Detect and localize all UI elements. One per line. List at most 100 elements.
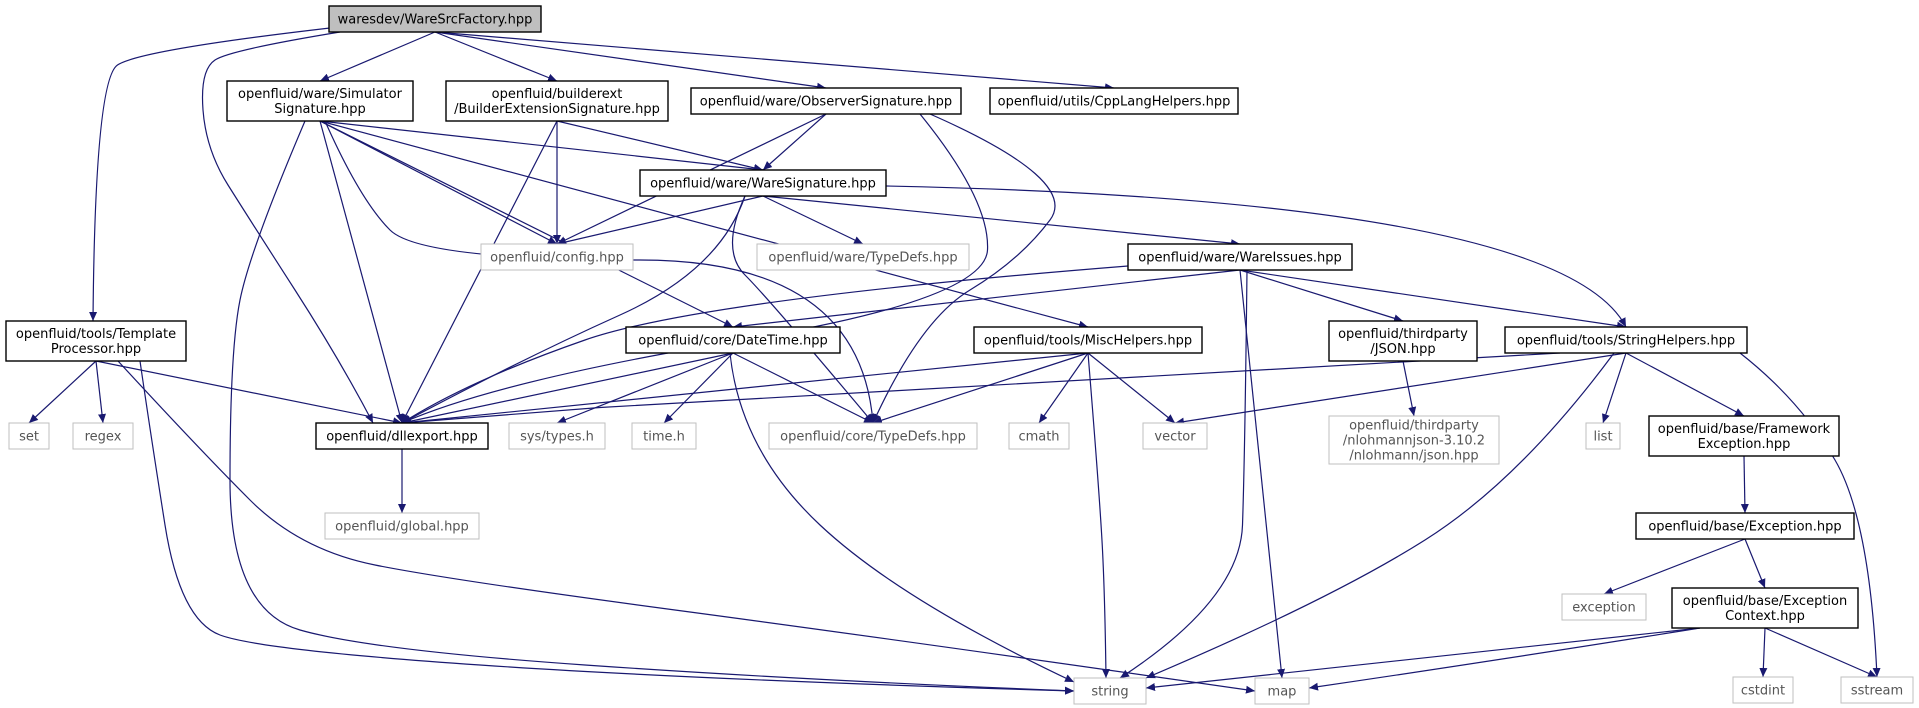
edge-tmplproc-to-dllexport (95, 360, 403, 426)
node-box-regex (72, 422, 134, 450)
node-exception_h[interactable]: openfluid/base/Exception.hpp (1635, 512, 1855, 540)
node-label-fwexc: openfluid/base/Framework (1658, 422, 1831, 437)
edge-root-to-cpplang (434, 31, 1115, 92)
edge-exccontext-to-map (1308, 627, 1701, 691)
node-box-mischelpers (973, 326, 1203, 354)
edge-waresig-to-waretypedefs (762, 195, 864, 245)
node-label-json: openfluid/thirdparty (1338, 327, 1468, 342)
node-root[interactable]: waresdev/WareSrcFactory.hpp (328, 5, 542, 33)
edge-strhelpers-to-list (1602, 352, 1627, 424)
node-wareissues[interactable]: openfluid/ware/WareIssues.hpp (1127, 243, 1353, 271)
node-box-tmplproc (5, 320, 187, 362)
edge-mischelpers-to-dllexport (401, 352, 1089, 427)
edge-obssig-to-dllexport (401, 113, 989, 424)
node-label-exception_h: openfluid/base/Exception.hpp (1648, 520, 1841, 535)
node-label-nlohmann: /nlohmannjson-3.10.2 (1343, 434, 1485, 449)
edge-obssig-to-waresig (762, 113, 827, 171)
node-box-cpplang (989, 87, 1239, 115)
node-vector: vector (1142, 422, 1208, 450)
node-box-timeh (631, 422, 697, 450)
edge-json-to-nlohmann (1402, 360, 1417, 417)
node-set: set (8, 422, 50, 450)
edge-mischelpers-to-coretypedefs (872, 352, 1089, 425)
edge-exccontext-to-string (1145, 627, 1701, 692)
node-box-wareissues (1127, 243, 1353, 271)
node-label-tmplproc: openfluid/tools/Template (16, 327, 176, 342)
node-label-cmath: cmath (1018, 430, 1059, 445)
edge-root-to-tmplproc (89, 27, 331, 322)
node-cpplang[interactable]: openfluid/utils/CppLangHelpers.hpp (989, 87, 1239, 115)
edge-root-to-simsig (319, 31, 436, 82)
node-mischelpers[interactable]: openfluid/tools/MiscHelpers.hpp (973, 326, 1203, 354)
node-box-map (1254, 677, 1310, 705)
node-box-datetime (625, 326, 841, 354)
edges-layer (28, 27, 1881, 695)
node-label-regex: regex (85, 430, 122, 445)
node-json[interactable]: openfluid/thirdparty/JSON.hpp (1328, 320, 1478, 362)
node-label-exccontext: Context.hpp (1725, 609, 1805, 624)
node-strhelpers[interactable]: openfluid/tools/StringHelpers.hpp (1504, 326, 1748, 354)
node-label-list: list (1593, 430, 1612, 445)
node-label-mischelpers: openfluid/tools/MiscHelpers.hpp (984, 334, 1192, 349)
node-label-bextsig: openfluid/builderext (492, 87, 623, 102)
node-bextsig[interactable]: openfluid/builderext/BuilderExtensionSig… (445, 80, 669, 122)
node-box-global (324, 512, 480, 540)
node-label-exccontext: openfluid/base/Exception (1683, 594, 1847, 609)
nodes-layer: waresdev/WareSrcFactory.hpp openfluid/war… (5, 5, 1914, 705)
node-box-simsig (226, 80, 414, 122)
node-label-coretypedefs: openfluid/core/TypeDefs.hpp (780, 430, 966, 445)
node-label-wareissues: openfluid/ware/WareIssues.hpp (1138, 251, 1341, 266)
node-box-exception (1561, 593, 1647, 621)
node-label-systypes: sys/types.h (520, 430, 594, 445)
node-label-waretypedefs: openfluid/ware/TypeDefs.hpp (768, 251, 957, 266)
node-nlohmann: openfluid/thirdparty/nlohmannjson-3.10.2… (1328, 415, 1500, 465)
edge-root-to-bextsig (434, 31, 558, 82)
edge-fwexc-to-exception_h (1740, 455, 1749, 514)
edge-simsig-to-dllexport (319, 120, 404, 424)
node-label-set: set (19, 430, 39, 445)
edge-simsig-to-waresig (319, 120, 764, 173)
node-box-fwexc (1648, 415, 1840, 457)
edge-exccontext-to-sstream (1764, 627, 1878, 678)
node-label-obssig: openfluid/ware/ObserverSignature.hpp (700, 95, 952, 110)
edge-datetime-to-dllexport (401, 352, 734, 426)
node-regex: regex (72, 422, 134, 450)
node-config: openfluid/config.hpp (480, 243, 634, 271)
node-label-cpplang: openfluid/utils/CppLangHelpers.hpp (998, 95, 1231, 110)
node-label-simsig: openfluid/ware/Simulator (238, 87, 403, 102)
node-box-sstream (1840, 676, 1914, 704)
node-label-dllexport: openfluid/dllexport.hpp (326, 430, 478, 445)
node-waresig[interactable]: openfluid/ware/WareSignature.hpp (639, 169, 887, 197)
node-box-nlohmann (1328, 415, 1500, 465)
node-label-strhelpers: openfluid/tools/StringHelpers.hpp (1517, 334, 1735, 349)
edge-waresig-to-strhelpers (885, 185, 1627, 328)
node-box-json (1328, 320, 1478, 362)
edge-strhelpers-to-sstream (1739, 352, 1881, 678)
node-dllexport[interactable]: openfluid/dllexport.hpp (315, 422, 489, 450)
node-obssig[interactable]: openfluid/ware/ObserverSignature.hpp (690, 87, 962, 115)
node-box-waretypedefs (756, 243, 970, 271)
node-box-vector (1142, 422, 1208, 450)
node-sstream: sstream (1840, 676, 1914, 704)
edge-strhelpers-to-fwexc (1625, 352, 1745, 417)
node-label-root: waresdev/WareSrcFactory.hpp (338, 13, 533, 28)
node-global: openfluid/global.hpp (324, 512, 480, 540)
edge-wareissues-to-datetime (732, 269, 1241, 330)
edge-wareissues-to-strhelpers (1239, 269, 1627, 330)
node-box-exception_h (1635, 512, 1855, 540)
node-cstdint: cstdint (1732, 676, 1794, 704)
edge-waresig-to-coretypedefs (731, 195, 874, 424)
edge-tmplproc-to-map (117, 360, 1256, 694)
node-label-fwexc: Exception.hpp (1698, 437, 1791, 452)
node-label-sstream: sstream (1851, 684, 1903, 699)
node-box-set (8, 422, 50, 450)
node-cmath: cmath (1008, 422, 1070, 450)
node-label-cstdint: cstdint (1741, 684, 1785, 699)
node-datetime[interactable]: openfluid/core/DateTime.hpp (625, 326, 841, 354)
edge-waresig-to-dllexport (401, 195, 746, 424)
